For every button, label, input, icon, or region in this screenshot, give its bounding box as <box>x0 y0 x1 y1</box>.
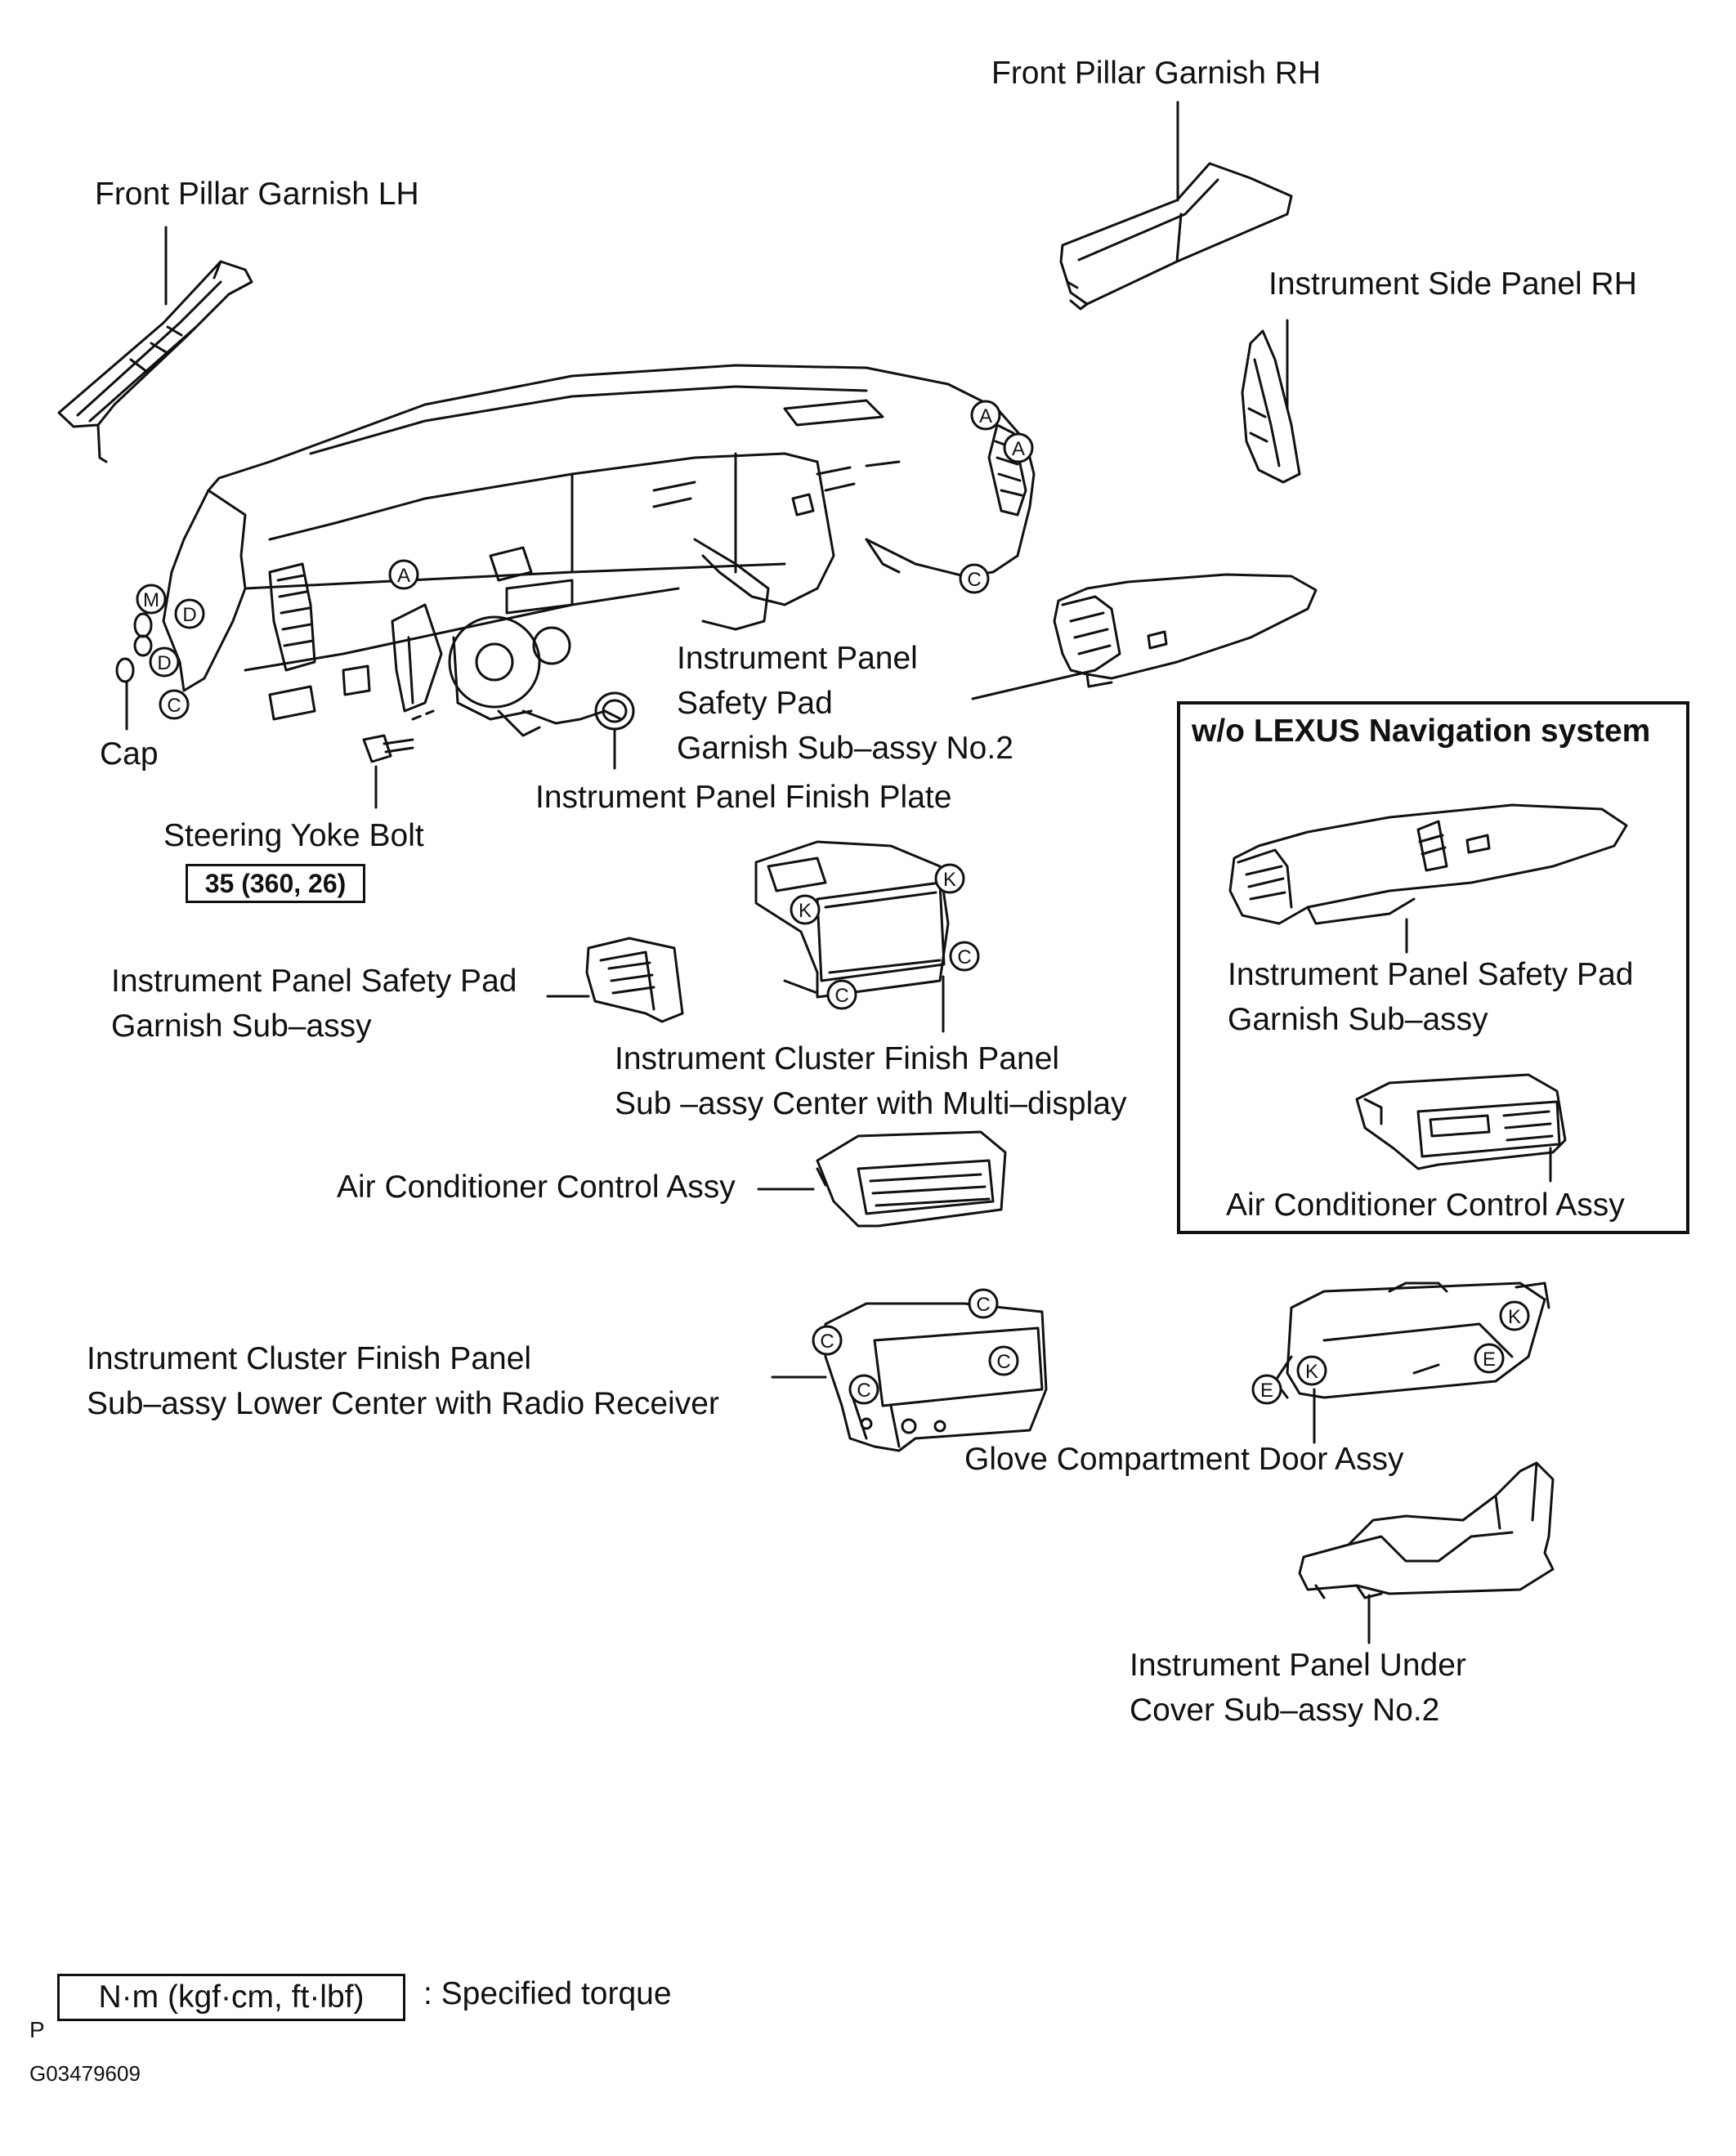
label-steering-yoke-bolt: Steering Yoke Bolt <box>163 818 424 853</box>
safety-pad-garnish-no2-drawing <box>1053 573 1318 688</box>
variant-frame <box>1177 701 1689 1234</box>
callout-a-marker <box>1003 432 1034 463</box>
label-cluster-finish-lower-line2: Sub–assy Lower Center with Radio Receive… <box>87 1386 719 1421</box>
variant-label-air-conditioner: Air Conditioner Control Assy <box>1226 1188 1625 1223</box>
air-conditioner-control-drawing <box>816 1130 1007 1228</box>
label-safety-pad-garnish-no2-line2: Safety Pad <box>677 686 833 721</box>
legend-unit-box: N·m (kgf·cm, ft·lbf) <box>57 1974 405 2021</box>
callout-c-letter: C <box>834 985 848 1007</box>
front-pillar-garnish-rh-drawing <box>1059 162 1293 311</box>
callout-d-letter: D <box>182 604 196 626</box>
front-pillar-garnish-lh-drawing <box>57 260 253 463</box>
label-under-cover-no2-line2: Cover Sub–assy No.2 <box>1130 1693 1440 1728</box>
label-safety-pad-garnish-line1: Instrument Panel Safety Pad <box>111 964 517 999</box>
callout-c-letter: C <box>957 946 971 968</box>
callout-k-letter: K <box>1305 1361 1318 1383</box>
label-safety-pad-garnish-no2-line1: Instrument Panel <box>677 641 918 676</box>
callout-c-letter: C <box>976 1294 990 1316</box>
callout-d-marker <box>149 646 180 678</box>
label-glove-compartment: Glove Compartment Door Assy <box>964 1442 1404 1477</box>
callout-e-marker <box>1474 1343 1505 1374</box>
callout-e-letter: E <box>1260 1380 1273 1402</box>
label-finish-plate: Instrument Panel Finish Plate <box>535 780 952 815</box>
callout-c-marker <box>968 1288 999 1319</box>
variant-label-safety-pad-line1: Instrument Panel Safety Pad <box>1228 957 1634 992</box>
callout-a-marker <box>970 400 1001 431</box>
label-cluster-finish-center-line1: Instrument Cluster Finish Panel <box>615 1041 1060 1076</box>
callout-k-letter: K <box>1508 1306 1521 1328</box>
label-air-conditioner-control: Air Conditioner Control Assy <box>337 1170 736 1205</box>
callout-d-marker <box>174 598 205 629</box>
callout-k-marker <box>1499 1300 1530 1331</box>
callout-m-marker <box>136 584 167 615</box>
under-cover-no2-drawing <box>1298 1461 1555 1599</box>
legend-specified-torque: : Specified torque <box>423 1976 672 2011</box>
callout-c-marker <box>949 941 980 972</box>
label-cap: Cap <box>100 736 159 772</box>
figure-code: G03479609 <box>29 2061 141 2086</box>
callout-a-letter: A <box>1012 438 1025 460</box>
instrument-side-panel-rh-drawing <box>1241 329 1301 484</box>
label-cluster-finish-center-line2: Sub –assy Center with Multi–display <box>615 1086 1127 1121</box>
callout-c-marker <box>826 979 857 1010</box>
callout-c-letter: C <box>996 1351 1010 1373</box>
leader-safety-pad-no2 <box>971 669 1097 700</box>
callout-c-letter: C <box>820 1331 834 1353</box>
cluster-finish-panel-center-drawing <box>754 840 950 999</box>
footer-marker: P <box>29 2017 45 2042</box>
callout-c-letter: C <box>967 569 981 591</box>
callout-e-marker <box>1251 1374 1282 1405</box>
callout-a-letter: A <box>979 405 992 427</box>
label-safety-pad-garnish-line2: Garnish Sub–assy <box>111 1009 372 1044</box>
glove-compartment-drawing <box>1273 1282 1550 1399</box>
label-cluster-finish-lower-line1: Instrument Cluster Finish Panel <box>87 1341 532 1376</box>
callout-a-marker <box>388 559 419 590</box>
safety-pad-garnish-drawing <box>585 937 684 1023</box>
label-under-cover-no2-line1: Instrument Panel Under <box>1130 1648 1466 1683</box>
callout-k-marker <box>934 863 965 894</box>
callout-c-marker <box>848 1374 879 1405</box>
callout-a-letter: A <box>397 565 410 587</box>
instrument-panel-main-drawing <box>162 364 1036 763</box>
callout-c-marker <box>812 1325 843 1356</box>
callout-k-letter: K <box>799 900 812 922</box>
callout-c-letter: C <box>167 695 181 717</box>
callout-c-marker <box>959 563 990 594</box>
variant-title: w/o LEXUS Navigation system <box>1192 713 1651 749</box>
callout-c-letter: C <box>857 1380 870 1402</box>
callout-c-marker <box>988 1345 1019 1376</box>
label-safety-pad-garnish-no2-line3: Garnish Sub–assy No.2 <box>677 731 1013 766</box>
label-front-pillar-garnish-rh: Front Pillar Garnish RH <box>991 56 1322 91</box>
torque-spec-box: 35 (360, 26) <box>186 864 365 903</box>
cap-drawing <box>115 612 153 683</box>
callout-c-marker <box>159 689 190 720</box>
variant-label-safety-pad-line2: Garnish Sub–assy <box>1228 1002 1488 1037</box>
variant-air-conditioner-control-drawing <box>1355 1073 1567 1170</box>
callout-k-letter: K <box>943 869 956 891</box>
callout-m-letter: M <box>143 589 159 611</box>
label-instrument-side-panel-rh: Instrument Side Panel RH <box>1268 266 1637 302</box>
callout-k-marker <box>1296 1355 1327 1386</box>
callout-d-letter: D <box>157 652 171 674</box>
callout-k-marker <box>790 894 821 925</box>
variant-safety-pad-drawing <box>1228 803 1628 925</box>
label-front-pillar-garnish-lh: Front Pillar Garnish LH <box>95 177 419 212</box>
callout-e-letter: E <box>1483 1349 1496 1371</box>
